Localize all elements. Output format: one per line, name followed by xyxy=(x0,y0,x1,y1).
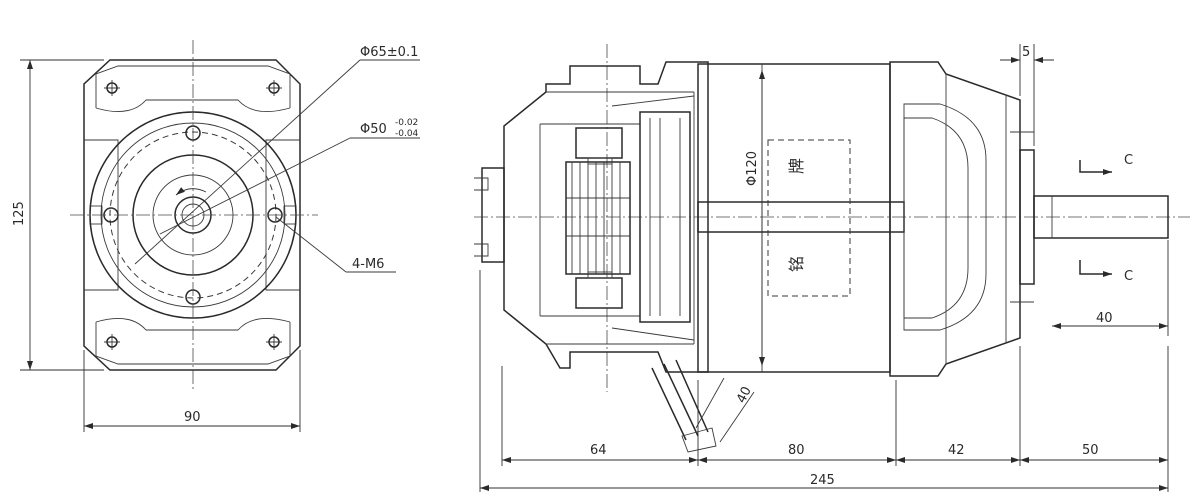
dim-pilot-tol-upper: -0.02 xyxy=(395,118,418,128)
dim-outer-dia: Φ65±0.1 xyxy=(360,45,418,60)
side-view: 5 Φ120 40 40 64 80 42 50 245 C C 牌 铭 xyxy=(474,44,1190,492)
dim-height-125: 125 xyxy=(12,201,27,226)
dim-seg-42: 42 xyxy=(948,443,965,458)
section-mark-top: C xyxy=(1124,153,1133,168)
section-mark-bottom: C xyxy=(1124,269,1133,284)
dim-pilot-dia: Φ50 xyxy=(360,122,387,137)
dim-total-245: 245 xyxy=(810,473,835,488)
front-view: 125 90 Φ65±0.1 Φ50 -0.02 -0.04 4-M6 xyxy=(12,40,420,432)
dim-seg-64: 64 xyxy=(590,443,607,458)
dim-lead-40: 40 xyxy=(734,384,755,405)
dim-pilot-tol-lower: -0.04 xyxy=(395,129,419,139)
dim-seg-50: 50 xyxy=(1082,443,1099,458)
dim-shaft-40: 40 xyxy=(1096,311,1113,326)
corner-holes xyxy=(104,80,282,350)
dim-stator-dia: Φ120 xyxy=(745,151,760,186)
dim-seg-80: 80 xyxy=(788,443,805,458)
commutator xyxy=(565,161,631,275)
thread-callout: 4-M6 xyxy=(352,257,384,272)
nameplate-char-2: 铭 xyxy=(787,256,806,272)
dim-flange-5: 5 xyxy=(1022,45,1030,60)
nameplate-char-1: 牌 xyxy=(787,158,806,174)
dim-width-90: 90 xyxy=(184,410,201,425)
